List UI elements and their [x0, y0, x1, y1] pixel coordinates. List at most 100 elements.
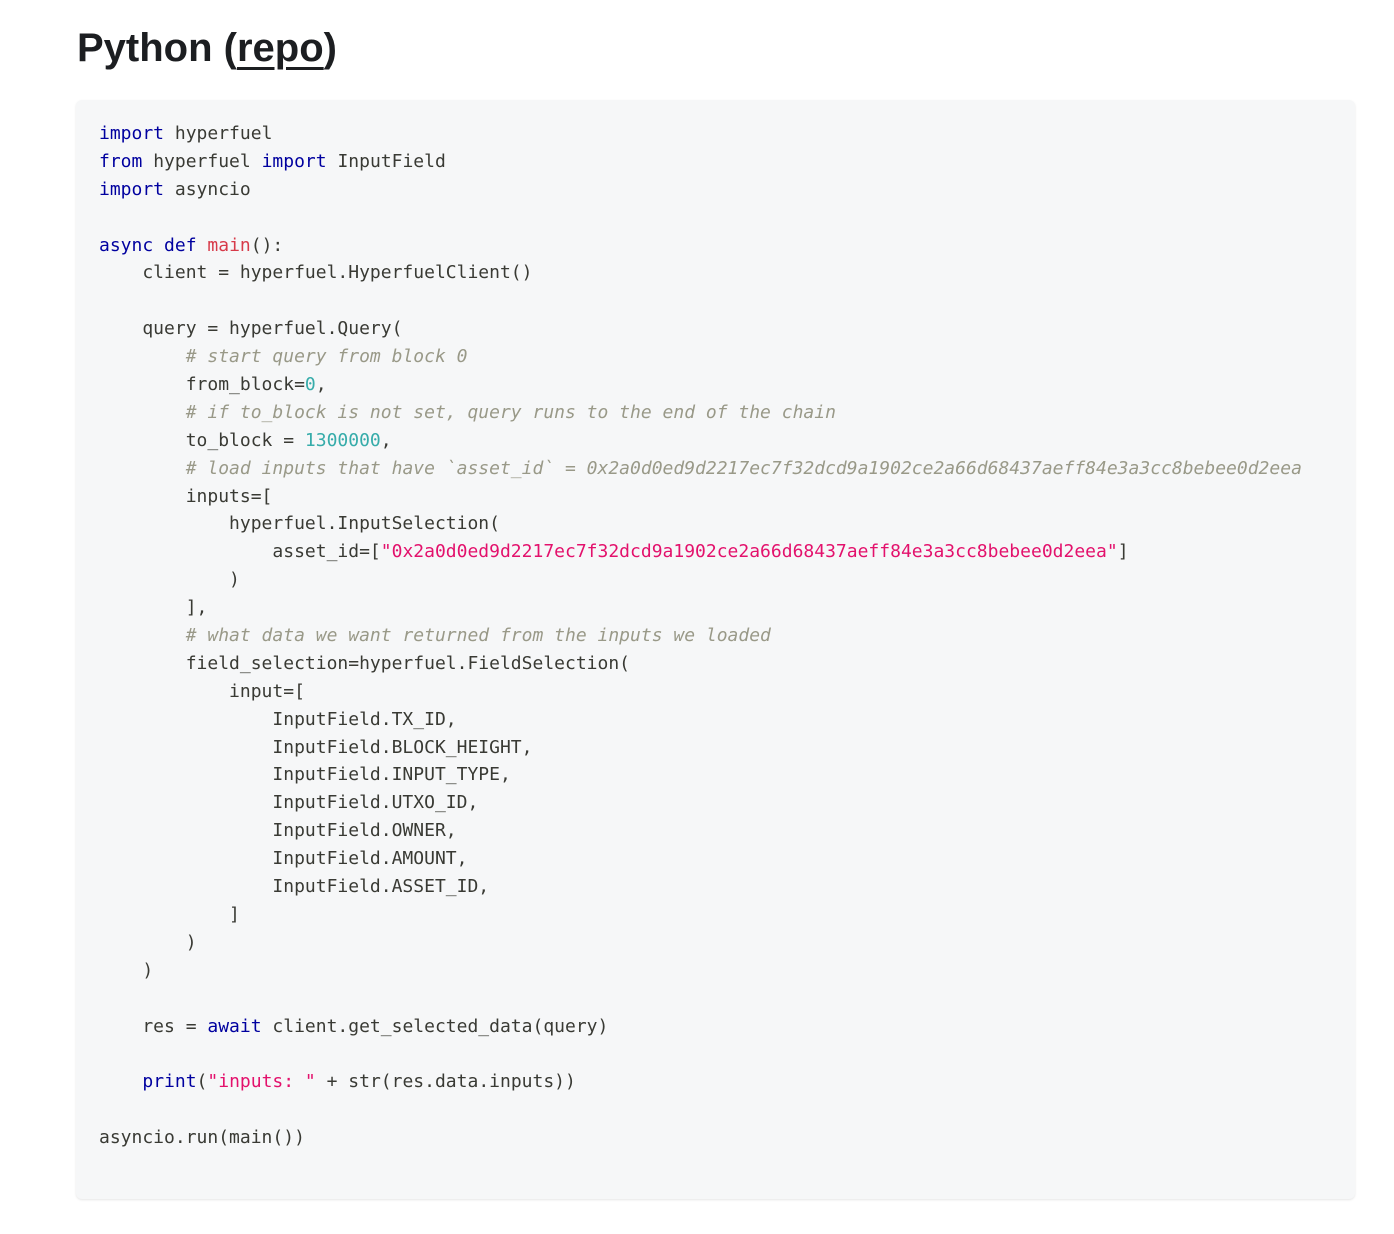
- code-line: to_block = 1300000,: [99, 427, 1302, 455]
- code-token: asset_id=[: [99, 541, 381, 563]
- code-token: input=[: [99, 680, 305, 702]
- code-line: InputField.OWNER,: [99, 817, 1302, 845]
- code-token: ():: [250, 234, 284, 256]
- code-token: InputField.ASSET_ID,: [99, 876, 490, 898]
- code-line: # start query from block 0: [99, 343, 1302, 371]
- code-token: from_block=: [99, 374, 305, 396]
- code-token: async: [99, 234, 154, 256]
- repo-link[interactable]: repo: [236, 26, 324, 70]
- code-token: [99, 1071, 142, 1092]
- code-token: import: [99, 123, 165, 144]
- code-token: client = hyperfuel.HyperfuelClient(): [99, 262, 533, 284]
- code-token: InputField.AMOUNT,: [99, 848, 468, 870]
- code-token: to_block =: [99, 429, 305, 451]
- code-token: (: [196, 1071, 208, 1093]
- code-line: ): [99, 929, 1302, 957]
- title-prefix: Python (: [77, 26, 237, 70]
- code-line: InputField.UTXO_ID,: [99, 789, 1302, 817]
- code-token: await: [207, 1015, 262, 1037]
- code-token: + str(res.data.inputs)): [315, 1071, 576, 1093]
- code-line: [99, 1040, 1302, 1068]
- code-token: ]: [1117, 541, 1129, 563]
- code-line: ): [99, 566, 1302, 594]
- code-token: ): [99, 959, 154, 981]
- code-token: client.get_selected_data(query): [261, 1015, 609, 1037]
- code-token: inputs=[: [99, 485, 273, 507]
- code-line: client = hyperfuel.HyperfuelClient(): [99, 259, 1302, 287]
- code-line: [99, 287, 1302, 315]
- code-token: hyperfuel: [164, 123, 273, 144]
- code-token: def: [164, 234, 197, 256]
- code-token: asyncio: [164, 178, 251, 200]
- code-token: ): [99, 931, 197, 953]
- code-token: hyperfuel.InputSelection(: [99, 513, 500, 535]
- code-line: import hyperfuel: [99, 120, 1302, 148]
- code-token: field_selection=hyperfuel.FieldSelection…: [99, 652, 631, 674]
- code-token: 0: [304, 374, 316, 396]
- code-token: ],: [99, 597, 208, 619]
- code-line: res = await client.get_selected_data(que…: [99, 1013, 1302, 1041]
- code-token: main: [207, 234, 251, 256]
- code-token: InputField.TX_ID,: [99, 708, 457, 730]
- code-line: asset_id=["0x2a0d0ed9d2217ec7f32dcd9a190…: [99, 538, 1302, 566]
- code-token: [197, 235, 208, 256]
- code-line: input=[: [99, 678, 1302, 706]
- code-token: InputField: [326, 150, 446, 172]
- code-token: [99, 402, 186, 423]
- code-line: InputField.TX_ID,: [99, 706, 1302, 734]
- code-token: asyncio.run(main()): [99, 1127, 305, 1149]
- code-token: [99, 458, 186, 479]
- code-token: [99, 625, 186, 646]
- code-line: asyncio.run(main()): [99, 1124, 1302, 1152]
- code-line: ): [99, 957, 1302, 985]
- code-token: from: [99, 150, 143, 172]
- code-token: # start query from block 0: [185, 346, 468, 368]
- code-token: import: [261, 150, 327, 172]
- code-token: # load inputs that have `asset_id` = 0x2…: [185, 457, 1302, 479]
- code-line: [99, 204, 1302, 232]
- code-token: ]: [99, 903, 240, 925]
- code-line: field_selection=hyperfuel.FieldSelection…: [99, 650, 1302, 678]
- code-line: import asyncio: [99, 176, 1302, 204]
- code-token: InputField.BLOCK_HEIGHT,: [99, 736, 533, 758]
- code-token: print: [142, 1071, 197, 1093]
- code-line: print("inputs: " + str(res.data.inputs)): [99, 1068, 1302, 1096]
- code-line: InputField.AMOUNT,: [99, 845, 1302, 873]
- code-line: # if to_block is not set, query runs to …: [99, 399, 1302, 427]
- page-title: Python (repo): [77, 20, 337, 76]
- code-token: "0x2a0d0ed9d2217ec7f32dcd9a1902ce2a66d68…: [380, 541, 1118, 563]
- code-line: [99, 985, 1302, 1013]
- code-token: # if to_block is not set, query runs to …: [185, 401, 836, 423]
- code-line: [99, 1096, 1302, 1124]
- code-line: from_block=0,: [99, 371, 1302, 399]
- code-line: ]: [99, 901, 1302, 929]
- code-token: InputField.INPUT_TYPE,: [99, 764, 511, 786]
- code-line: hyperfuel.InputSelection(: [99, 510, 1302, 538]
- code-line: # load inputs that have `asset_id` = 0x2…: [99, 455, 1302, 483]
- code-token: hyperfuel: [142, 150, 262, 172]
- code-token: res =: [99, 1015, 208, 1037]
- title-suffix: ): [323, 26, 337, 70]
- code-token: query = hyperfuel.Query(: [99, 318, 403, 340]
- code-token: import: [99, 178, 165, 200]
- code-token: InputField.UTXO_ID,: [99, 792, 479, 814]
- code-line: ],: [99, 594, 1302, 622]
- code-line: from hyperfuel import InputField: [99, 148, 1302, 176]
- code-token: # what data we want returned from the in…: [185, 625, 771, 647]
- code-token: [153, 235, 164, 256]
- code-line: InputField.BLOCK_HEIGHT,: [99, 734, 1302, 762]
- code-token: ): [99, 569, 240, 591]
- code-line: async def main():: [99, 232, 1302, 260]
- code-line: InputField.INPUT_TYPE,: [99, 761, 1302, 789]
- code-line: inputs=[: [99, 483, 1302, 511]
- code-token: "inputs: ": [207, 1071, 316, 1093]
- code-token: ,: [380, 429, 392, 451]
- code-token: [99, 346, 186, 367]
- code-line: InputField.ASSET_ID,: [99, 873, 1302, 901]
- code-line: # what data we want returned from the in…: [99, 622, 1302, 650]
- code-line: query = hyperfuel.Query(: [99, 315, 1302, 343]
- code-token: 1300000: [304, 429, 381, 451]
- code-token: InputField.OWNER,: [99, 820, 457, 842]
